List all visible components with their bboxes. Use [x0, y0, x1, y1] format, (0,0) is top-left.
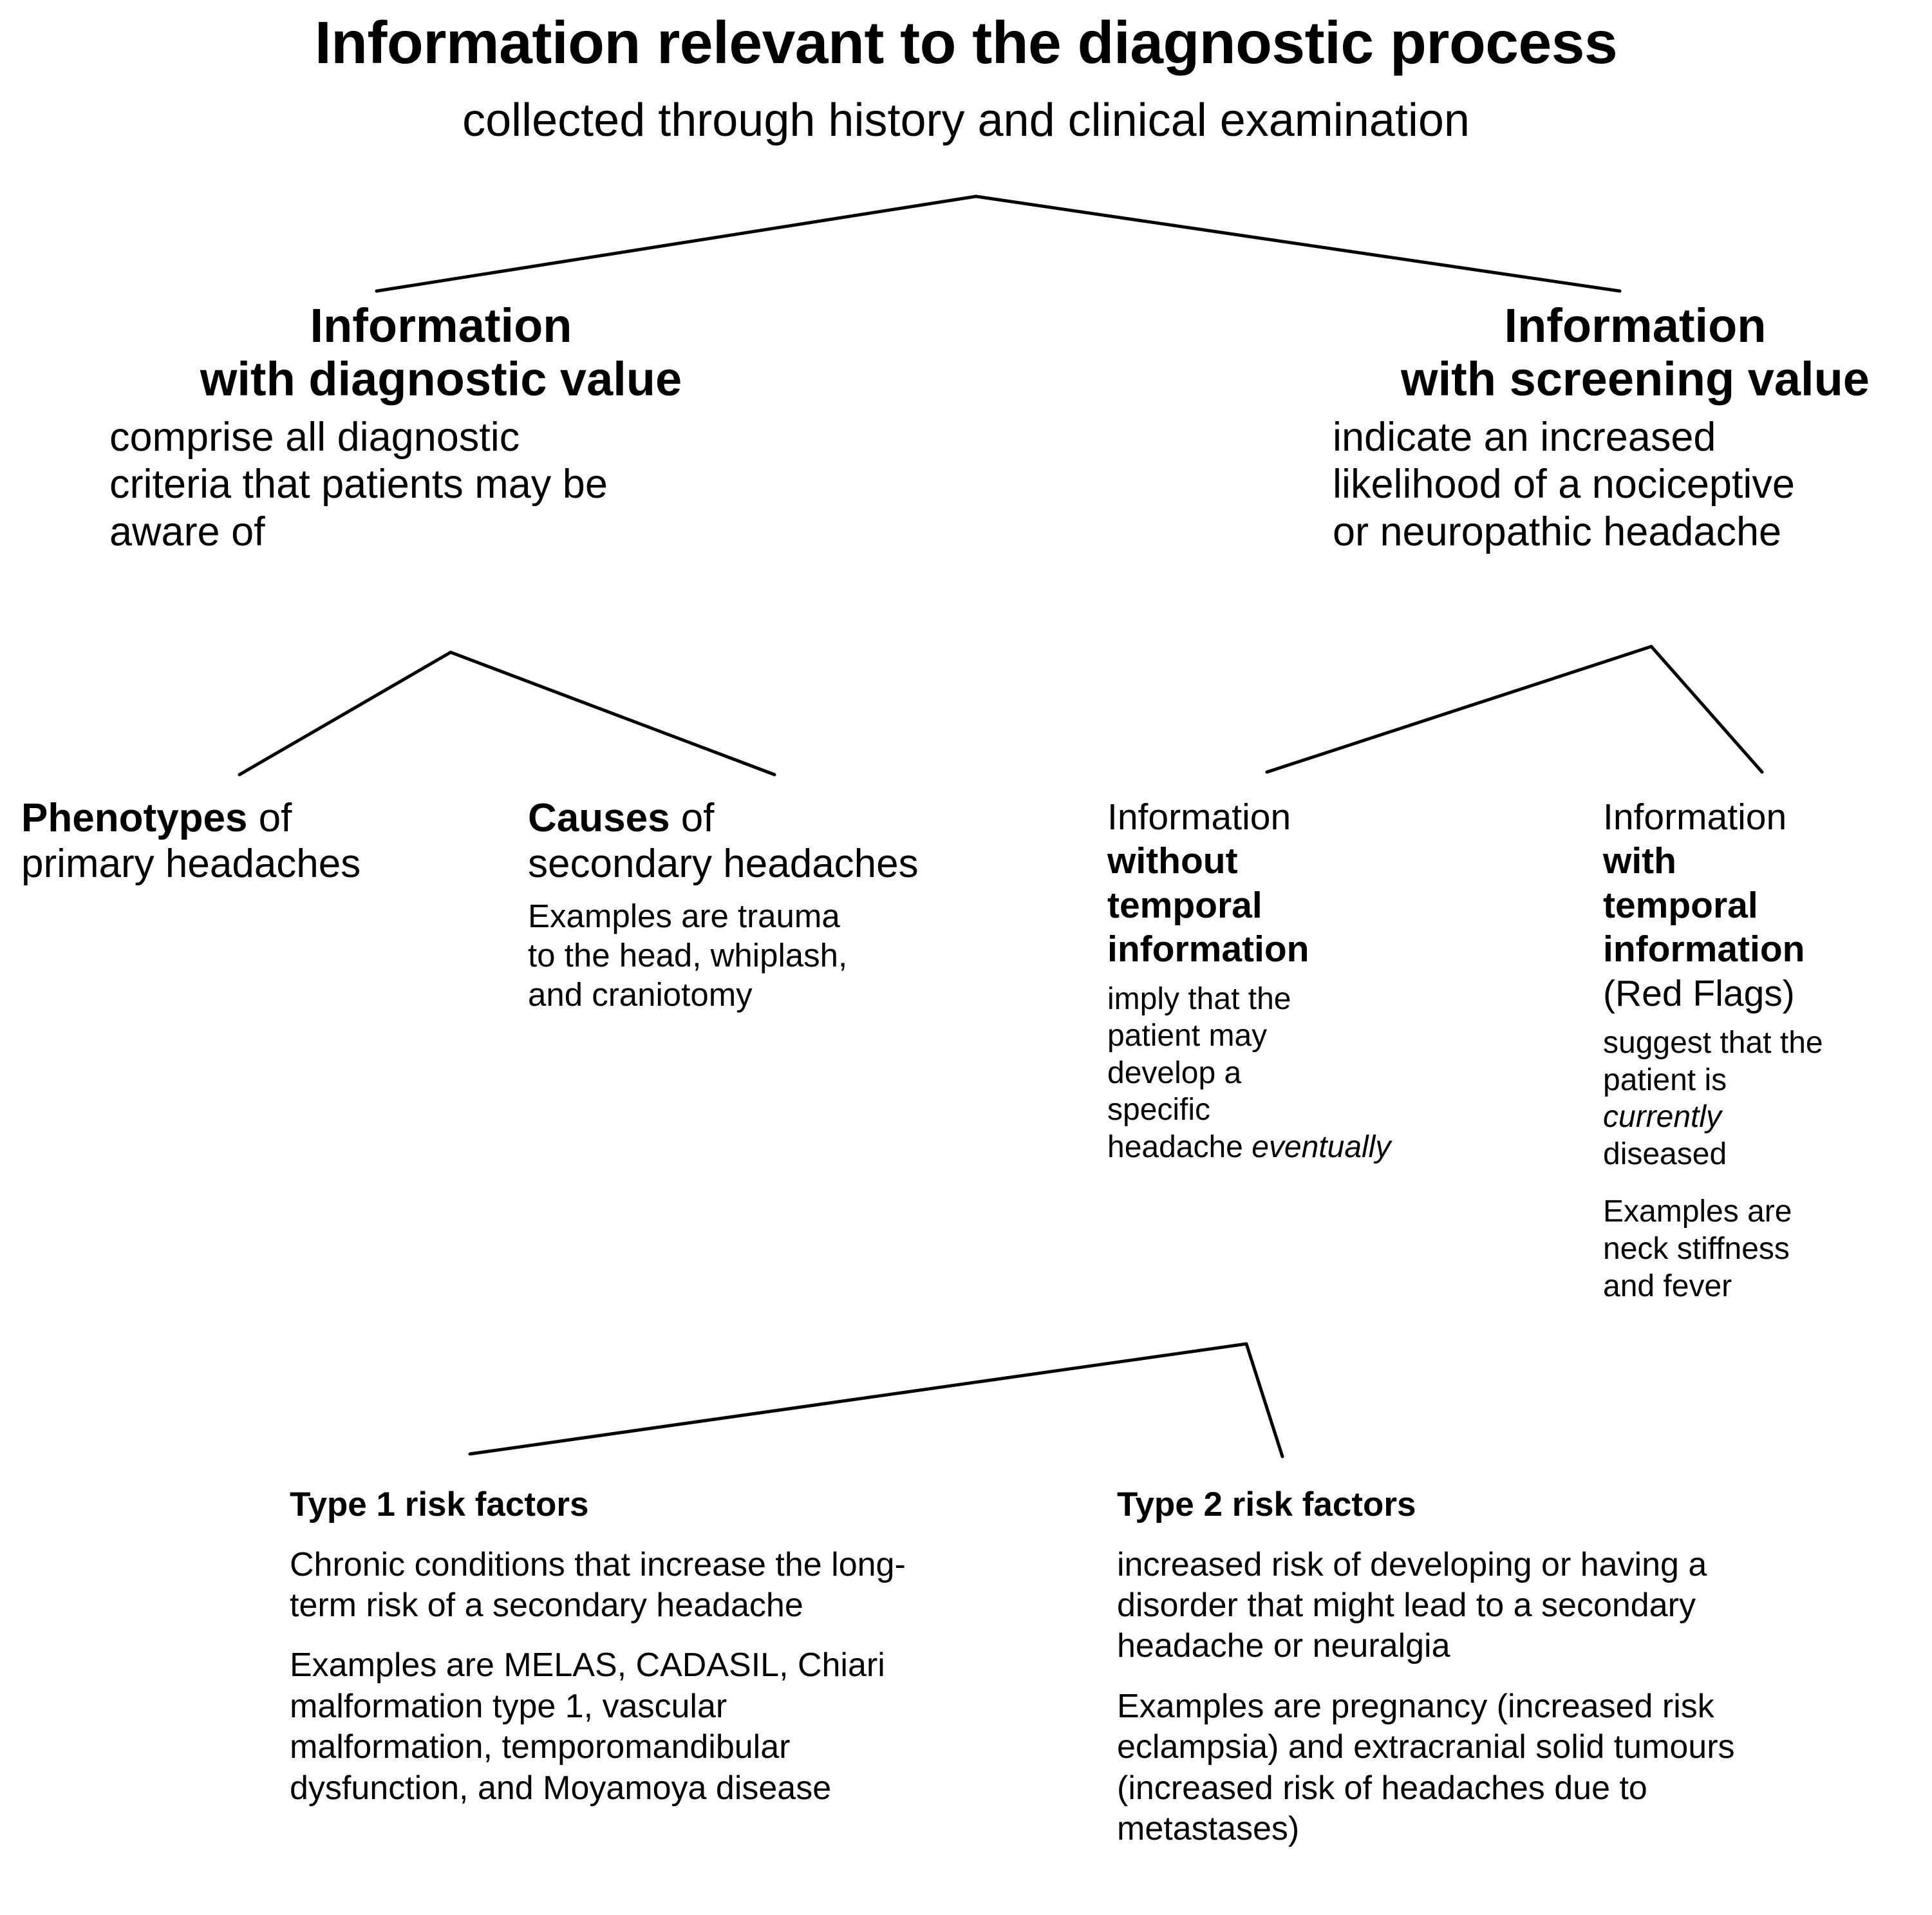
- phenotypes-heading: Phenotypes of primary headaches: [21, 795, 511, 887]
- causes-examples: Examples are trauma to the head, whiplas…: [528, 897, 848, 1013]
- with-temporal-line2: with: [1603, 840, 1676, 882]
- type1-risk-factors-title: Type 1 risk factors: [290, 1486, 589, 1524]
- phenotypes-heading-line2: primary headaches: [21, 842, 361, 887]
- causes-heading-rest: of: [670, 796, 715, 840]
- with-temporal-desc-b: diseased: [1603, 1137, 1727, 1171]
- node-information-without-temporal-information: Information without temporal information…: [1107, 795, 1416, 1166]
- page-subtitle: collected through history and clinical e…: [462, 95, 1470, 146]
- screening-heading-line1: Information: [1504, 299, 1767, 352]
- node-phenotypes-of-primary-headaches: Phenotypes of primary headaches: [21, 795, 511, 887]
- type1-risk-factors-examples: Examples are MELAS, CADASIL, Chiari malf…: [290, 1646, 885, 1807]
- with-temporal-line3: temporal: [1603, 884, 1758, 926]
- node-type-1-risk-factors: Type 1 risk factors Chronic conditions t…: [290, 1484, 1062, 1809]
- type2-risk-factors-definition: increased risk of developing or having a…: [1117, 1545, 1707, 1665]
- without-temporal-description: imply that the patient may develop a spe…: [1107, 981, 1416, 1166]
- with-temporal-line4: information: [1603, 929, 1805, 970]
- causes-heading-bold: Causes: [528, 796, 670, 840]
- node-information-with-temporal-information: Information with temporal information (R…: [1603, 795, 1925, 1305]
- with-temporal-line5-red-flags: (Red Flags): [1603, 972, 1795, 1014]
- screening-body: indicate an increased likelihood of a no…: [1333, 414, 1795, 555]
- connector-root-to-diagnostic: [375, 194, 978, 293]
- without-temporal-line4: information: [1107, 929, 1309, 970]
- without-temporal-desc-emphasis: eventually: [1252, 1129, 1391, 1164]
- with-temporal-heading: Information with temporal information (R…: [1603, 795, 1925, 1015]
- connector-diagnostic-to-causes: [449, 650, 776, 777]
- phenotypes-heading-bold: Phenotypes: [21, 796, 248, 840]
- without-temporal-heading: Information without temporal information: [1107, 795, 1416, 972]
- with-temporal-line1: Information: [1603, 797, 1787, 838]
- diagnostic-body: comprise all diagnostic criteria that pa…: [109, 414, 608, 555]
- connector-without-temporal-to-type1: [468, 1342, 1248, 1456]
- diagnostic-heading-line1: Information: [310, 299, 572, 352]
- type2-risk-factors-title: Type 2 risk factors: [1117, 1486, 1416, 1524]
- connector-screening-to-without-temporal: [1265, 645, 1653, 774]
- causes-heading-line2: secondary headaches: [528, 842, 919, 887]
- screening-heading-line2: with screening value: [1401, 352, 1870, 406]
- without-temporal-line1: Information: [1107, 797, 1291, 838]
- type1-risk-factors-definition: Chronic conditions that increase the lon…: [290, 1545, 906, 1625]
- with-temporal-description: suggest that the patient is currently di…: [1603, 1024, 1925, 1173]
- with-temporal-examples: Examples are neck stiffness and fever: [1603, 1194, 1792, 1303]
- connector-diagnostic-to-phenotypes: [238, 650, 453, 777]
- with-temporal-desc-emphasis: currently: [1603, 1100, 1722, 1135]
- screening-heading: Information with screening value: [1333, 299, 1932, 406]
- node-information-with-diagnostic-value: Information with diagnostic value compri…: [109, 299, 773, 556]
- without-temporal-line3: temporal: [1107, 884, 1262, 926]
- connector-screening-to-with-temporal: [1649, 645, 1764, 774]
- causes-heading: Causes of secondary headaches: [528, 795, 1082, 887]
- node-type-2-risk-factors: Type 2 risk factors increased risk of de…: [1117, 1484, 1915, 1850]
- with-temporal-desc-a: suggest that the patient is: [1603, 1025, 1823, 1097]
- connector-root-to-screening: [974, 194, 1622, 293]
- node-information-with-screening-value: Information with screening value indicat…: [1333, 299, 1932, 556]
- diagnostic-heading: Information with diagnostic value: [109, 299, 773, 406]
- type2-risk-factors-examples: Examples are pregnancy (increased risk e…: [1117, 1687, 1735, 1848]
- page-title: Information relevant to the diagnostic p…: [314, 9, 1618, 76]
- diagnostic-heading-line2: with diagnostic value: [200, 352, 682, 406]
- phenotypes-heading-rest: of: [247, 796, 292, 840]
- without-temporal-line2: without: [1107, 840, 1238, 882]
- without-temporal-desc-text: imply that the patient may develop a spe…: [1107, 981, 1291, 1164]
- node-causes-of-secondary-headaches: Causes of secondary headaches Examples a…: [528, 795, 1082, 1014]
- connector-without-temporal-to-type2: [1244, 1342, 1284, 1458]
